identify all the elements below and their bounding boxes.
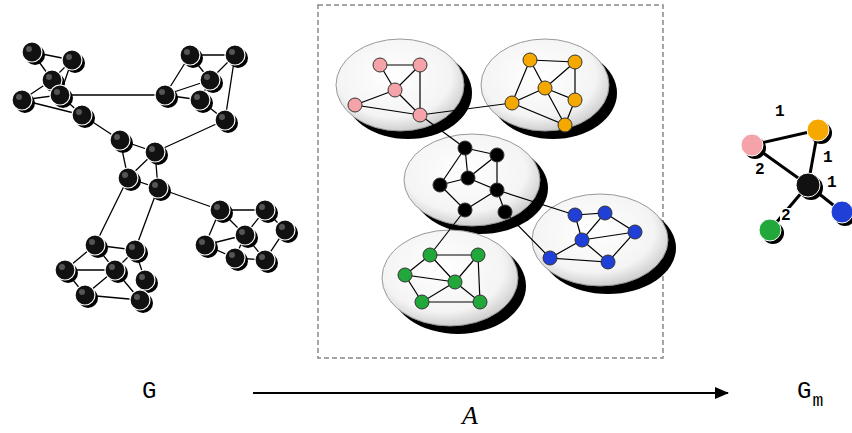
graph-nodes — [12, 42, 298, 313]
edge-weight: 2 — [780, 208, 792, 224]
quotient-nodes — [741, 119, 852, 244]
edge-weight: 1 — [822, 150, 834, 166]
subscript: m — [812, 392, 823, 410]
cluster-edges — [355, 60, 635, 302]
graph-name: G — [797, 380, 811, 404]
cluster-ellipses — [336, 39, 676, 334]
cluster-nodes — [348, 53, 642, 309]
transform-arrow — [253, 392, 728, 394]
edge-weight: 1 — [826, 175, 838, 191]
mapping-name: A — [462, 403, 478, 429]
dashed-frame — [318, 5, 663, 358]
graph-edges — [22, 52, 285, 300]
edge-weight: 2 — [754, 162, 766, 178]
graph-name: G — [142, 380, 156, 404]
edge-weight: 1 — [774, 104, 786, 120]
